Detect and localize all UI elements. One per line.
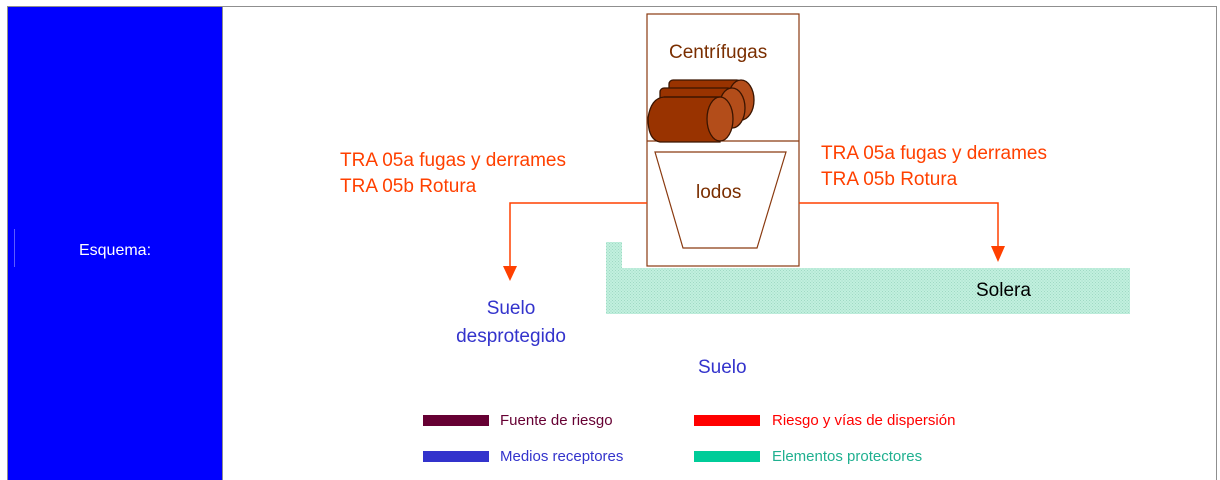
sludge-label: lodos [696, 182, 742, 203]
slab-label: Solera [976, 280, 1031, 301]
panel-divider [222, 7, 223, 480]
legend-swatch-protector [694, 451, 760, 462]
legend-label-receptor: Medios receptores [500, 448, 624, 465]
legend-swatch-receptor [423, 451, 489, 462]
left-risk-line-1: TRA 05a fugas y derrames [340, 150, 566, 171]
right-risk-arrow [799, 202, 999, 248]
legend-label-protector: Elementos protectores [772, 448, 923, 465]
legend-label-source: Fuente de riesgo [500, 412, 613, 429]
right-risk-label: TRA 05a fugas y derrames TRA 05b Rotura [821, 141, 1047, 193]
centrifuge-cylinders [647, 79, 755, 143]
soil-label: Suelo [698, 357, 747, 378]
centrifuge-label: Centrífugas [669, 42, 768, 63]
sludge-hopper [654, 151, 787, 249]
right-risk-line-2: TRA 05b Rotura [821, 169, 958, 190]
left-risk-line-2: TRA 05b Rotura [340, 176, 477, 197]
right-risk-line-1: TRA 05a fugas y derrames [821, 143, 1047, 164]
left-risk-label: TRA 05a fugas y derrames TRA 05b Rotura [340, 148, 566, 200]
diagram-frame [7, 6, 1217, 480]
legend-label-risk: Riesgo y vías de dispersión [772, 412, 956, 429]
panel-label: Esquema: [78, 242, 152, 259]
unprotected-soil-label: Suelo desprotegido [431, 295, 591, 351]
legend-swatch-risk [694, 415, 760, 426]
left-panel: Esquema: [8, 7, 222, 480]
legend-swatch-source [423, 415, 489, 426]
left-risk-arrow [509, 202, 647, 268]
panel-tick [14, 229, 15, 267]
left-arrowhead [503, 266, 517, 281]
unprotected-soil-line-2: desprotegido [456, 326, 566, 347]
unprotected-soil-line-1: Suelo [486, 298, 536, 319]
slab [606, 242, 1130, 314]
right-arrowhead [991, 246, 1005, 262]
